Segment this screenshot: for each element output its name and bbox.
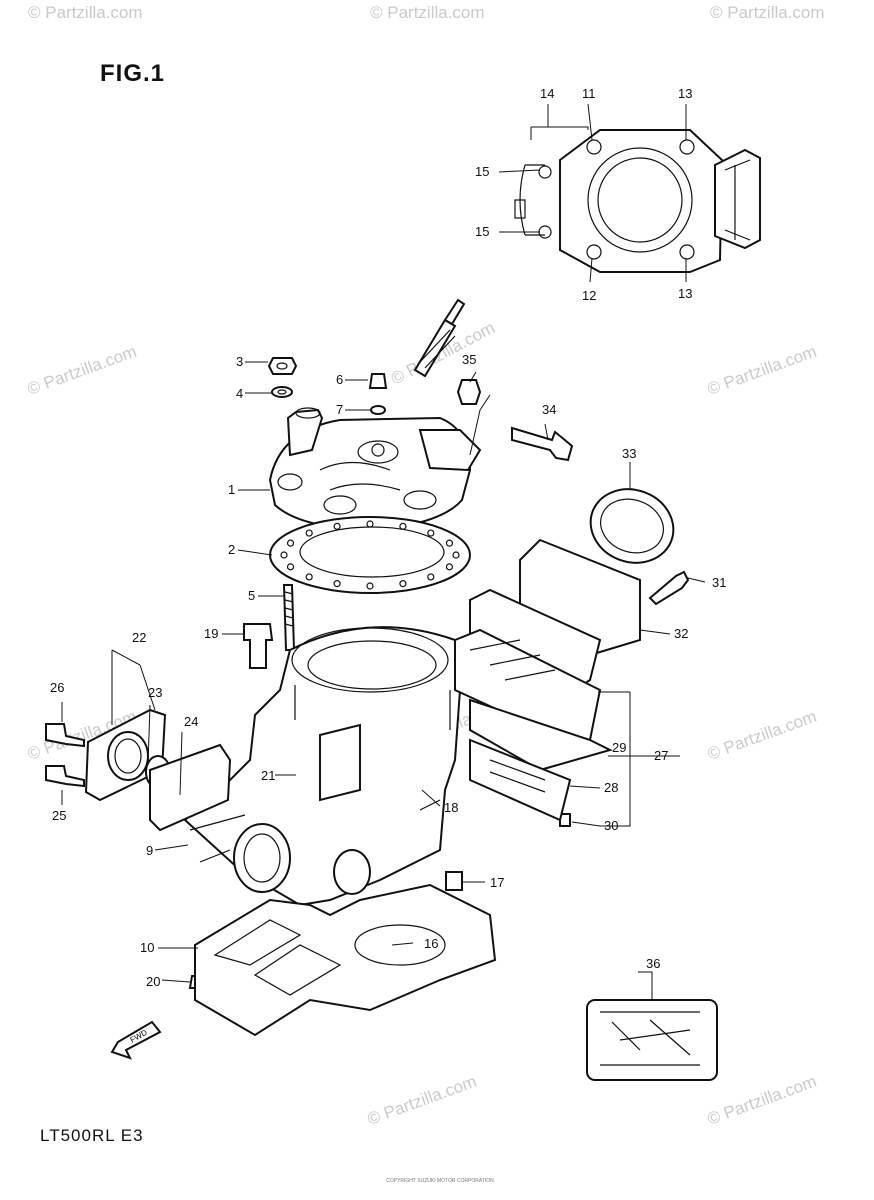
intake-assembly [454,488,675,822]
callout-6: 6 [336,372,343,387]
callout-13: 13 [678,86,692,101]
gasket-set-36 [586,999,718,1081]
callout-labels: 1234567910111213141516171819202122232425… [50,86,726,989]
callout-5: 5 [248,588,255,603]
callout-11: 11 [582,86,596,101]
callout-18: 18 [444,800,458,815]
callout-21: 21 [261,768,275,783]
callout-31: 31 [712,575,726,590]
callout-10: 10 [140,940,154,955]
head-gasket [269,516,471,594]
watermark: © Partzilla.com [705,707,819,764]
callout-4: 4 [236,386,243,401]
callout-14: 14 [540,86,554,101]
callout-3: 3 [236,354,243,369]
callout-25: 25 [52,808,66,823]
callout-15: 15 [475,164,489,179]
callout-1: 1 [228,482,235,497]
exhaust-flange [84,649,232,832]
callout-13: 13 [678,286,692,301]
callout-35: 35 [462,352,476,367]
callout-7: 7 [336,402,343,417]
watermark: © Partzilla.com [705,1072,819,1129]
watermark: © Partzilla.com [28,3,143,22]
callout-19: 19 [204,626,218,641]
callout-30: 30 [604,818,618,833]
watermark: © Partzilla.com [705,342,819,399]
callout-26: 26 [50,680,64,695]
figure-title: FIG.1 [100,60,166,87]
forward-arrow-icon: FWD [110,1020,162,1060]
callout-33: 33 [622,446,636,461]
callout-28: 28 [604,780,618,795]
callout-29: 29 [612,740,626,755]
watermark: © Partzilla.com [710,3,825,22]
callout-32: 32 [674,626,688,641]
head-gasket-top-view [514,126,761,273]
callout-36: 36 [646,956,660,971]
callout-27: 27 [654,748,668,763]
callout-9: 9 [146,843,153,858]
callout-20: 20 [146,974,160,989]
model-label: LT500RL E3 [40,1126,144,1145]
callout-24: 24 [184,714,198,729]
leader-lines [61,103,706,1000]
cylinder-head [268,407,482,532]
watermark: © Partzilla.com [365,1072,479,1129]
callout-16: 16 [424,936,438,951]
spark-plug [413,298,466,378]
footer-note: COPYRIGHT SUZUKI MOTOR CORPORATION [386,1178,494,1184]
callout-34: 34 [542,402,556,417]
callout-17: 17 [490,875,504,890]
callout-2: 2 [228,542,235,557]
base-gasket [194,883,497,1037]
callout-23: 23 [148,685,162,700]
callout-22: 22 [132,630,146,645]
watermark: © Partzilla.com [370,3,485,22]
cylinder [183,626,462,907]
callout-15: 15 [475,224,489,239]
callout-12: 12 [582,288,596,303]
watermark: © Partzilla.com [25,342,139,399]
